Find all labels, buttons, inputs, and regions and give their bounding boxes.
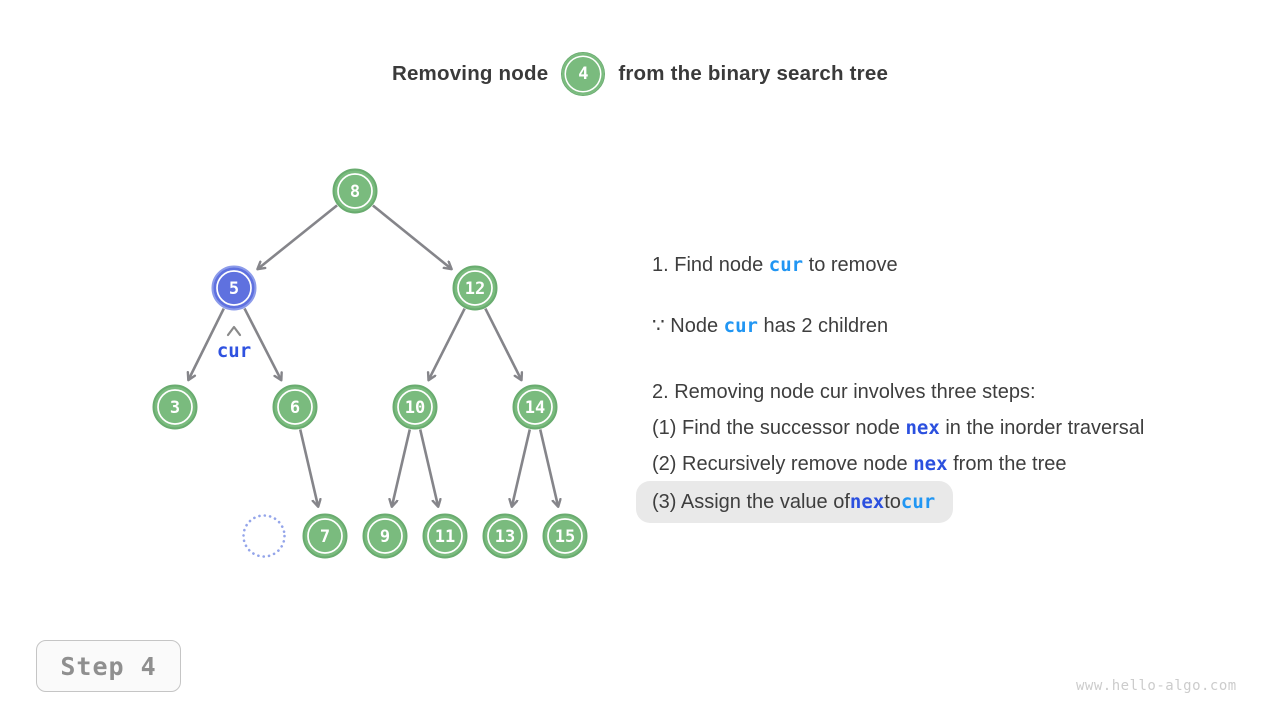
title-node-value: 4 <box>578 64 589 84</box>
step-badge: Step 4 <box>36 640 181 692</box>
svg-text:7: 7 <box>320 527 330 547</box>
step-badge-label: Step 4 <box>60 651 157 681</box>
svg-text:5: 5 <box>229 279 239 299</box>
note-5-text-end: from the tree <box>947 453 1067 475</box>
tree-node-6: 6 <box>272 384 318 430</box>
tree-node-14: 14 <box>512 384 558 430</box>
note-line-3: 2. Removing node cur involves three step… <box>652 378 1036 406</box>
tree-edge-12-14 <box>484 307 521 381</box>
cur-pointer-label: cur <box>217 340 251 362</box>
nex-keyword: nex <box>913 453 948 475</box>
tree-node-8: 8 <box>332 168 378 214</box>
svg-text:10: 10 <box>405 398 425 418</box>
svg-text:9: 9 <box>380 527 390 547</box>
note-line-5: (2) Recursively remove node nex from the… <box>652 450 1066 478</box>
tree-edge-8-5 <box>257 204 338 269</box>
svg-text:13: 13 <box>495 527 515 547</box>
note-4-text-end: in the inorder traversal <box>939 417 1145 439</box>
tree-node-9: 9 <box>362 513 408 559</box>
svg-text:11: 11 <box>435 527 455 547</box>
tree-edge-8-12 <box>372 204 452 269</box>
tree-node-10: 10 <box>392 384 438 430</box>
svg-text:12: 12 <box>465 279 485 299</box>
note-3-text: 2. Removing node cur involves three step… <box>652 381 1036 403</box>
tree-node-7: 7 <box>302 513 348 559</box>
svg-text:8: 8 <box>350 182 360 202</box>
title-node-circle: 4 <box>561 52 606 96</box>
note-5-text: (2) Recursively remove node <box>652 453 914 475</box>
tree-node-13: 13 <box>482 513 528 559</box>
note-1-text: 1. Find node <box>652 254 769 276</box>
tree-edge-10-11 <box>418 429 438 506</box>
cur-keyword: cur <box>900 491 936 513</box>
slide-title: Removing node 4 from the binary search t… <box>0 51 1280 97</box>
tree-node-11: 11 <box>422 513 468 559</box>
title-prefix: Removing node <box>391 62 549 85</box>
note-6-text-mid: to <box>884 491 901 513</box>
tree-edge-6-7 <box>298 429 318 506</box>
note-6-text: (3) Assign the value of <box>652 491 850 513</box>
tree-edge-5-6 <box>243 307 281 380</box>
tree-node-3: 3 <box>152 384 198 430</box>
binary-search-tree-diagram: 8 5 12 3 6 10 14 7 9 11 13 15 cur <box>152 168 588 559</box>
note-line-2: ∵ Node cur has 2 children <box>652 312 888 340</box>
note-4-text: (1) Find the successor node <box>652 417 906 439</box>
tree-node-15: 15 <box>542 513 588 559</box>
cur-pointer-caret-icon <box>226 325 242 337</box>
cur-keyword: cur <box>768 254 804 276</box>
title-suffix: from the binary search tree <box>618 62 889 85</box>
tree-node-placeholder <box>242 514 286 558</box>
note-2-text-end: has 2 children <box>757 315 889 337</box>
nex-keyword: nex <box>849 491 885 513</box>
svg-text:3: 3 <box>170 398 180 418</box>
svg-text:14: 14 <box>525 398 545 418</box>
note-2-text: ∵ Node <box>652 315 724 337</box>
tree-edge-14-13 <box>512 429 532 506</box>
tree-edge-5-3 <box>188 308 225 381</box>
svg-text:15: 15 <box>555 527 575 547</box>
note-line-6-highlighted: (3) Assign the value of nex to cur <box>636 481 954 523</box>
nex-keyword: nex <box>905 417 940 439</box>
tree-node-5: 5 <box>211 265 257 311</box>
note-line-1: 1. Find node cur to remove <box>652 251 898 279</box>
tree-edge-12-10 <box>429 307 466 381</box>
tree-edge-10-9 <box>392 429 412 506</box>
note-line-4: (1) Find the successor node nex in the i… <box>652 414 1144 442</box>
cur-keyword: cur <box>723 315 758 337</box>
tree-edge-14-15 <box>538 429 558 506</box>
svg-text:6: 6 <box>290 398 300 418</box>
tree-node-12: 12 <box>452 265 498 311</box>
note-1-text-end: to remove <box>803 254 898 276</box>
watermark: www.hello-algo.com <box>1076 678 1237 694</box>
